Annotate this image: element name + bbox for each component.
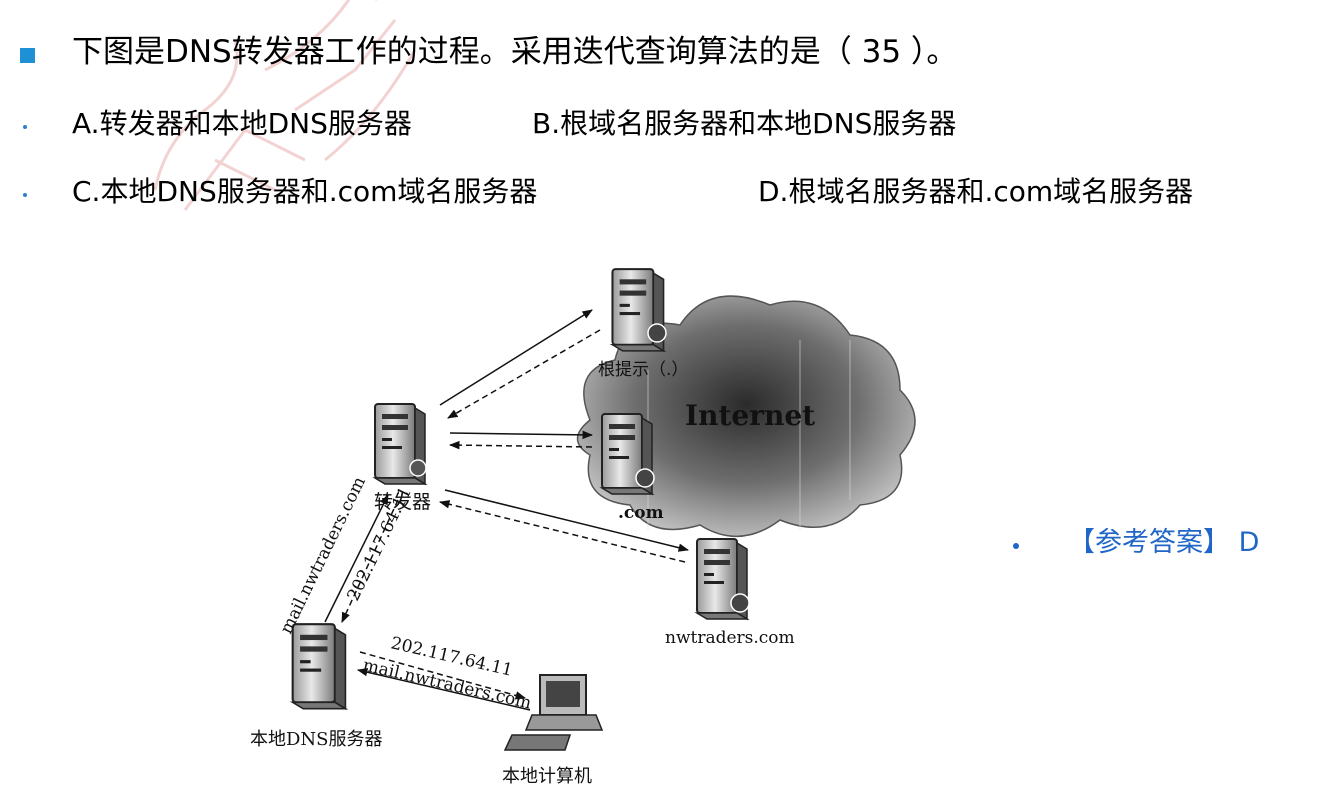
arrow-com-to-forwarder [448, 440, 593, 450]
arrow-root-to-forwarder [447, 329, 601, 419]
local-computer-icon [503, 674, 604, 751]
option-a: A.转发器和本地DNS服务器 [72, 107, 412, 140]
com-label: .com [618, 503, 664, 523]
arrow-forwarder-to-com [449, 430, 594, 440]
arrow-nwtraders-to-forwarder [438, 500, 686, 563]
arrow-forwarder-to-nwtraders [444, 489, 690, 552]
local-computer-label: 本地计算机 [502, 766, 592, 787]
arrow-forwarder-to-localdns [341, 499, 399, 623]
local-dns-server-icon [291, 623, 347, 710]
query-name-label-vertical: mail.nwtraders.com [277, 474, 370, 638]
option-d: D.根域名服务器和.com域名服务器 [758, 175, 1194, 208]
arrow-localdns-to-forwarder [324, 494, 389, 623]
nwtraders-label: nwtraders.com [665, 628, 795, 648]
dns-forwarder-diagram: Internet 根提示（.） .com 转发器 nwtraders.com 本… [250, 268, 916, 787]
option-bullet [23, 193, 27, 197]
answer-bullet [1013, 543, 1019, 549]
question-bullet [20, 48, 35, 63]
internet-cloud [576, 295, 916, 537]
option-bullet [23, 125, 27, 129]
internet-label: Internet [685, 399, 815, 432]
arrow-forwarder-to-root [439, 309, 593, 406]
arrow-localdns-to-pc [359, 651, 527, 700]
reference-answer: 【参考答案】 D [1068, 527, 1260, 558]
root-hints-label: 根提示（.） [598, 360, 688, 380]
question-text: 下图是DNS转发器工作的过程。采用迭代查询算法的是（ 35 ）。 [72, 34, 958, 70]
local-dns-label: 本地DNS服务器 [250, 729, 383, 750]
option-b: B.根域名服务器和本地DNS服务器 [532, 107, 957, 140]
option-c: C.本地DNS服务器和.com域名服务器 [72, 175, 538, 208]
arrow-pc-to-localdns [356, 668, 531, 711]
